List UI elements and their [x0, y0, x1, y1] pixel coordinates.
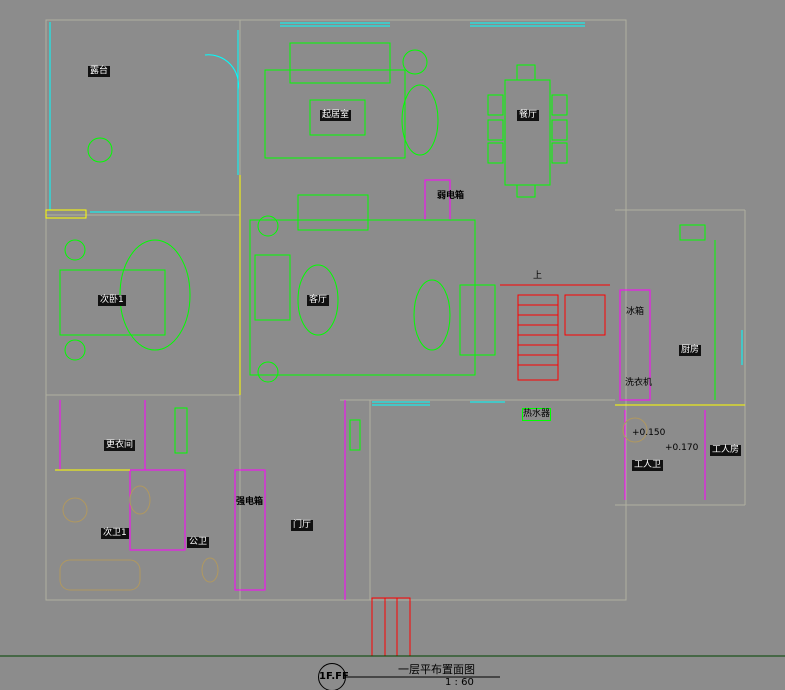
water-heater: 热水器 [522, 408, 552, 421]
level-mark-1: +0.150 [632, 428, 666, 438]
fridge: 冰箱 [626, 307, 645, 317]
drawing-title: 一层平布置面图 [398, 663, 475, 676]
sanitary-fixtures [59, 417, 648, 591]
weak-box: 弱电箱 [437, 191, 465, 201]
interior-walls [59, 179, 706, 600]
room-servant-bath: 工人卫 [632, 460, 664, 471]
strong-box: 强电箱 [236, 497, 264, 507]
room-dressing: 更衣间 [104, 440, 136, 451]
room-public-bath: 公卫 [187, 537, 210, 548]
room-servant: 工人房 [710, 445, 742, 456]
room-bedroom2: 次卧1 [98, 295, 126, 306]
room-kitchen: 厨房 [679, 345, 702, 356]
floor-tag: 1F.FF [318, 663, 349, 690]
room-hall: 客厅 [307, 295, 330, 306]
level-mark-2: +0.170 [665, 443, 699, 453]
walls [45, 19, 746, 601]
room-bath2: 次卫1 [101, 528, 129, 539]
windows [49, 22, 743, 406]
room-dining: 餐厅 [517, 110, 540, 121]
stairs-up: 上 [533, 271, 543, 281]
room-living: 起居室 [320, 110, 352, 121]
washer: 洗衣机 [625, 378, 653, 388]
room-terrace: 露台 [88, 66, 111, 77]
drawing-scale: 1 : 60 [445, 677, 474, 688]
yellow-lines [45, 175, 745, 471]
furniture [59, 42, 716, 454]
room-foyer: 门厅 [291, 520, 314, 531]
